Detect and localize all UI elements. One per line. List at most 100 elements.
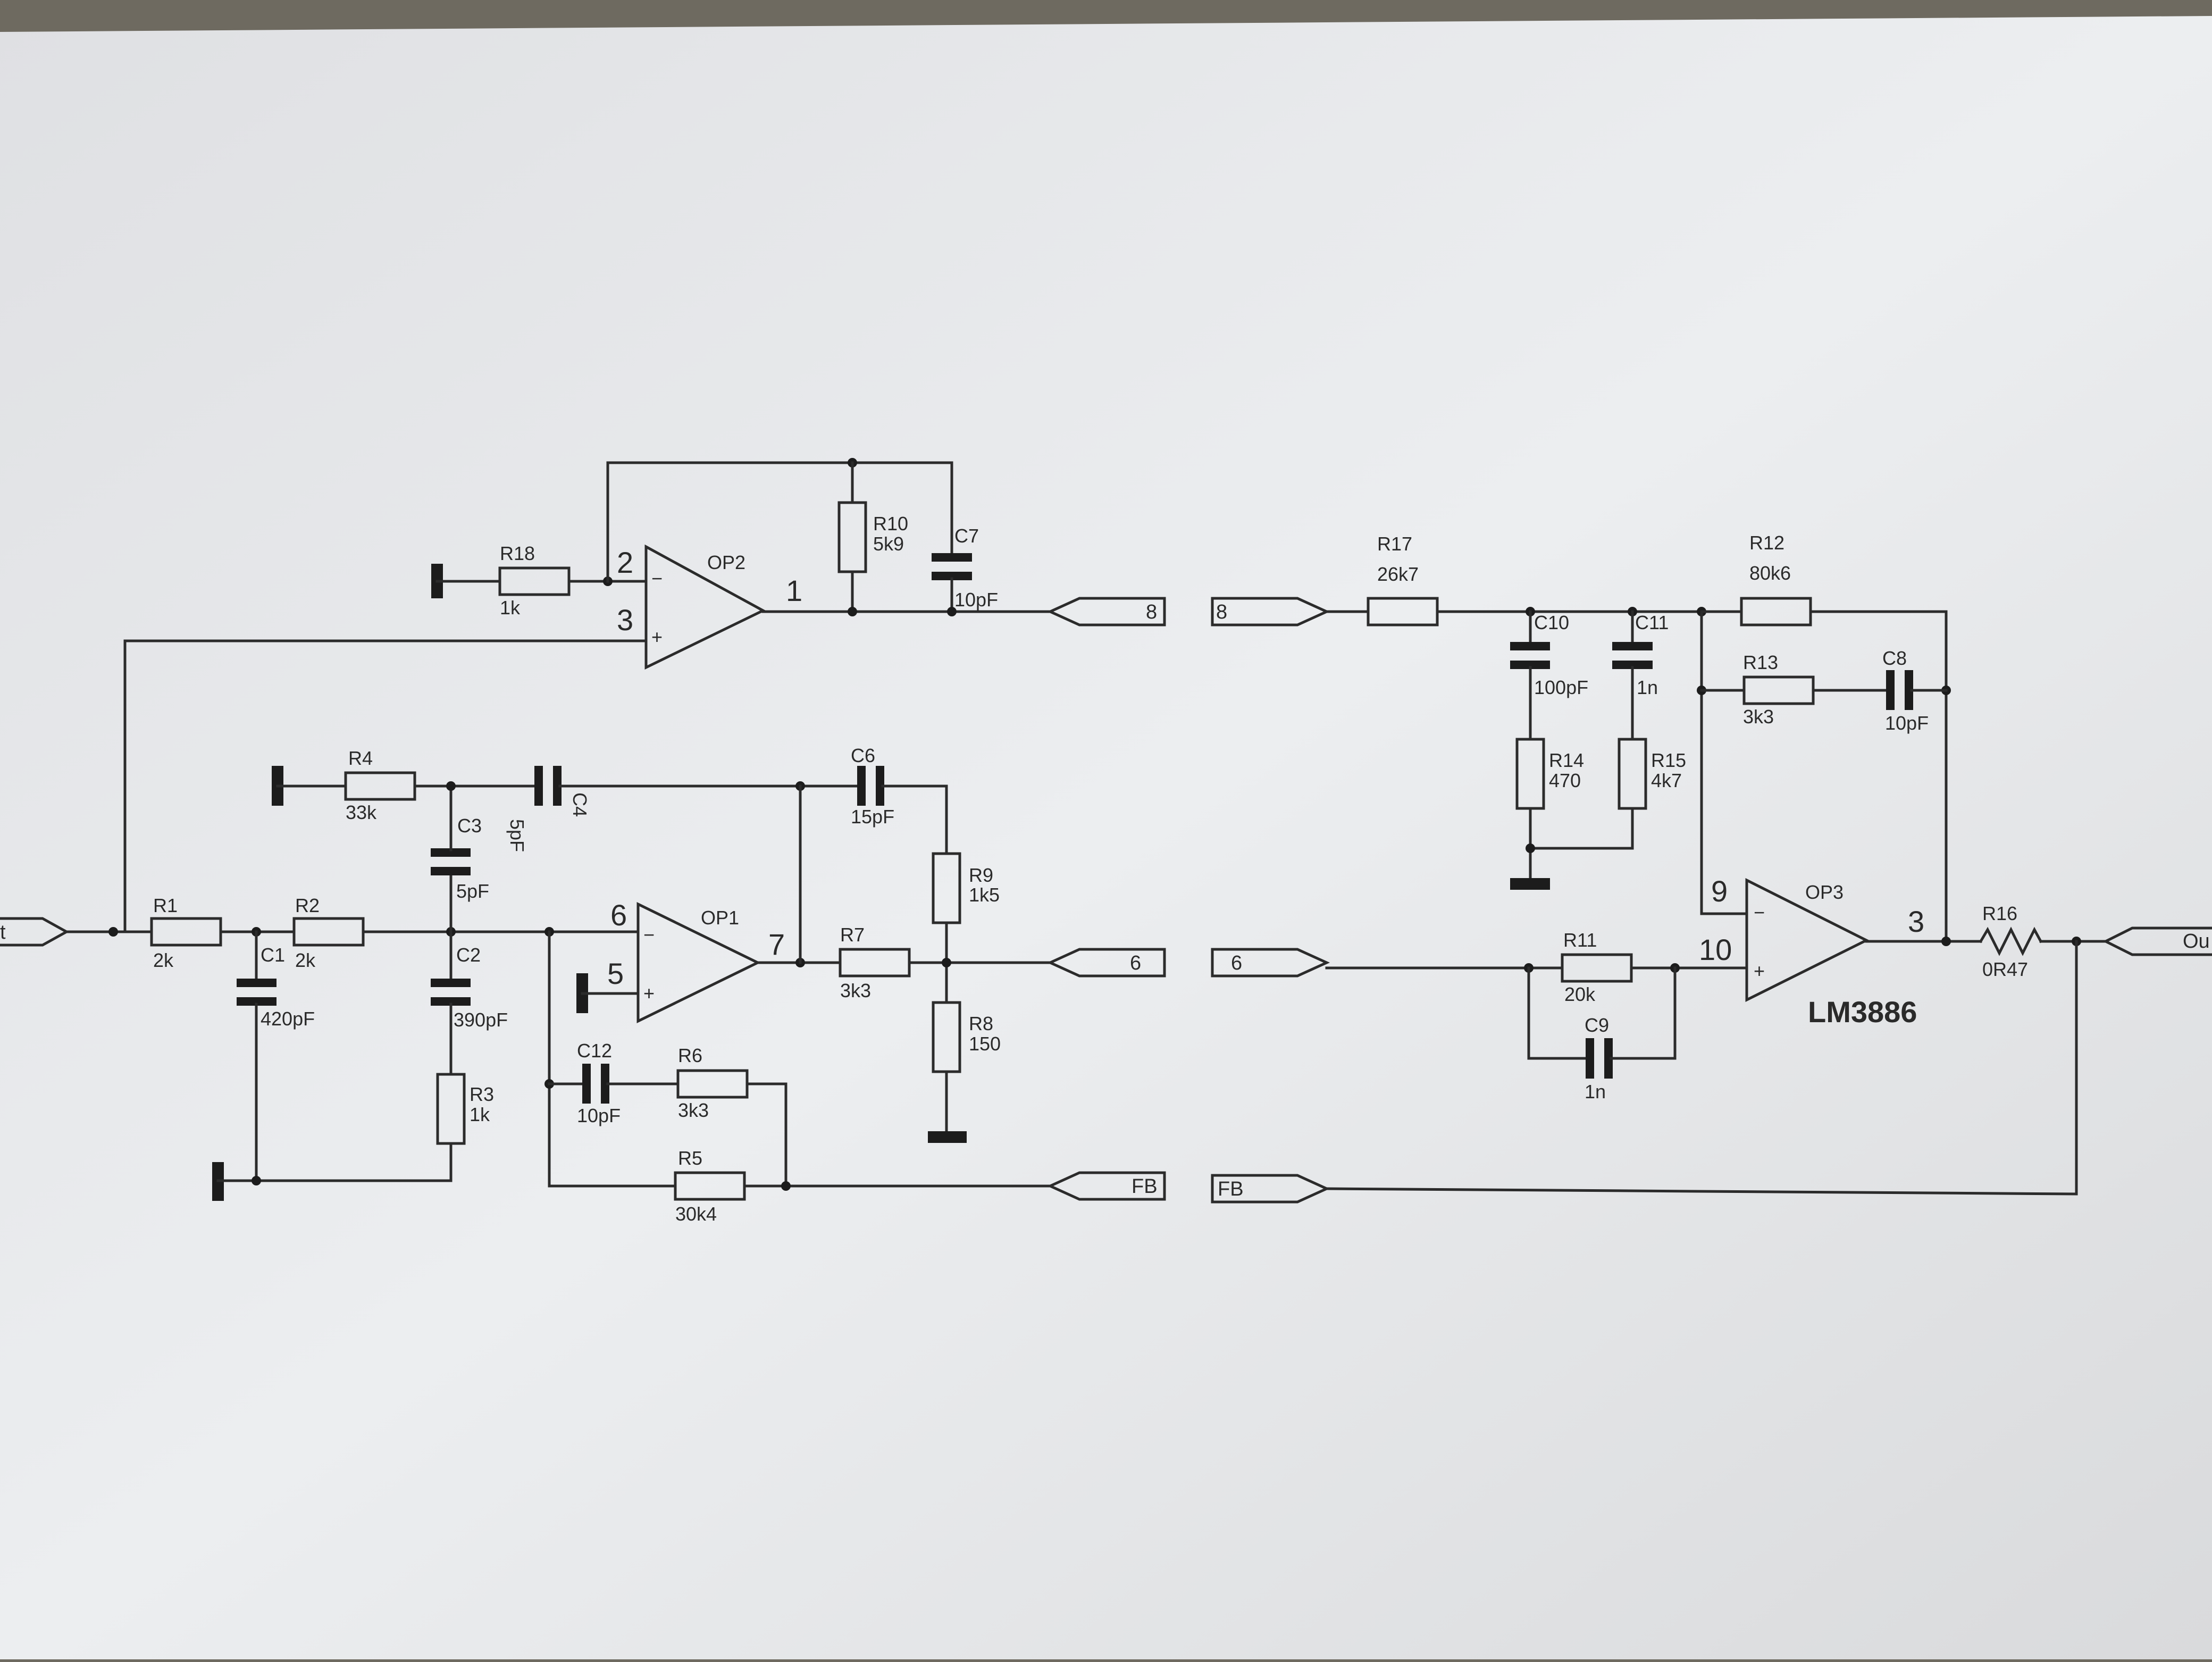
port-output [2102, 926, 2212, 956]
op3-block: 8 R17 26k7 C10 100pF R14 470 C11 1n R15 … [1211, 532, 2212, 1204]
c9-value: 1n [1585, 1081, 1606, 1103]
op2-pin-out: 1 [786, 574, 802, 607]
r2-value: 2k [295, 949, 316, 971]
c6-ref: C6 [851, 745, 875, 766]
r7-ref: R7 [840, 924, 865, 946]
opamp-op1 [636, 901, 761, 1024]
opamp-op2 [644, 544, 766, 670]
r9-ref: R9 [969, 864, 993, 886]
r2-ref: R2 [295, 895, 320, 916]
op1-pin-out: 7 [768, 928, 785, 961]
port-6-right [1211, 948, 1330, 978]
r11-ref: R11 [1563, 929, 1597, 951]
port-input [0, 917, 70, 947]
r12-ref: R12 [1749, 532, 1784, 554]
r14-ref: R14 [1549, 749, 1584, 771]
r12-value: 80k6 [1749, 562, 1791, 584]
port-fb-left [1046, 1171, 1166, 1201]
c4-ref: C4 [569, 792, 591, 817]
r3-ref: R3 [470, 1083, 494, 1105]
r3-value: 1k [470, 1104, 490, 1125]
r15-ref: R15 [1651, 749, 1686, 771]
c2-ref: C2 [456, 944, 481, 966]
r13-value: 3k3 [1743, 706, 1774, 728]
r7-value: 3k3 [840, 980, 871, 1001]
r16-value: 0R47 [1982, 958, 2028, 980]
op1-pin-inv: 6 [610, 898, 627, 932]
c11-ref: C11 [1635, 612, 1669, 633]
r5-value: 30k4 [675, 1203, 717, 1225]
c12-value: 10pF [577, 1105, 621, 1126]
port-8-left [1046, 597, 1166, 627]
op3-minus-sign: − [1754, 901, 1765, 923]
r5-ref: R5 [678, 1147, 702, 1169]
port-6-left [1046, 948, 1166, 978]
op3-pin-noninv: 10 [1699, 933, 1732, 966]
c3-value: 5pF [456, 880, 489, 902]
r10-ref: R10 [873, 513, 908, 534]
op3-plus-sign: + [1754, 960, 1765, 982]
op3-label: OP3 [1805, 881, 1844, 903]
r14-value: 470 [1549, 770, 1581, 791]
r1-value: 2k [153, 949, 174, 971]
r4-ref: R4 [348, 747, 373, 769]
op1-label: OP1 [701, 907, 739, 929]
c1-ref: C1 [261, 944, 285, 966]
r8-ref: R8 [969, 1013, 993, 1034]
r6-ref: R6 [678, 1045, 702, 1066]
port-6-right-label: 6 [1231, 952, 1242, 974]
port-8-left-label: 8 [1146, 601, 1157, 623]
c12-ref: C12 [577, 1040, 612, 1062]
c11-value: 1n [1637, 677, 1658, 698]
op2-minus-sign: − [651, 567, 663, 589]
opamp-op3 [1745, 878, 1870, 1003]
op1-pin-noninv: 5 [607, 957, 624, 990]
c6-value: 15pF [851, 806, 894, 828]
c9-ref: C9 [1585, 1014, 1609, 1036]
op2-pin-inv: 2 [617, 546, 633, 579]
r1-ref: R1 [153, 895, 178, 916]
op2-label: OP2 [707, 552, 745, 573]
port-8-right [1211, 597, 1330, 627]
r8-value: 150 [969, 1033, 1001, 1055]
c8-value: 10pF [1885, 712, 1929, 734]
r16-ref: R16 [1982, 903, 2017, 924]
r15-value: 4k7 [1651, 770, 1682, 791]
r4-value: 33k [346, 801, 377, 823]
op3-part-number: LM3886 [1808, 995, 1917, 1029]
r6-value: 3k3 [678, 1099, 709, 1121]
r11-value: 20k [1564, 983, 1596, 1005]
c1-value: 420pF [261, 1008, 315, 1030]
r18-value: 1k [500, 597, 521, 619]
c10-value: 100pF [1534, 677, 1588, 698]
r18-ref: R18 [500, 542, 535, 564]
port-output-label: Ou [2183, 930, 2210, 953]
op2-plus-sign: + [651, 626, 663, 648]
resistor-r16 [1979, 926, 2043, 956]
port-fb-right [1211, 1174, 1330, 1204]
c4-value: 5pF [506, 819, 528, 852]
r10-value: 5k9 [873, 533, 904, 555]
c10-ref: C10 [1534, 612, 1569, 633]
r17-value: 26k7 [1377, 563, 1419, 585]
op2-pin-noninv: 3 [617, 603, 633, 637]
c7-ref: C7 [954, 525, 979, 547]
port-8-right-label: 8 [1216, 601, 1227, 623]
port-fb-left-label: FB [1132, 1175, 1158, 1198]
r13-ref: R13 [1743, 652, 1778, 673]
op3-pin-out: 3 [1908, 905, 1924, 938]
r17-ref: R17 [1377, 533, 1412, 555]
op1-block: t R1 2k R2 2k C1 420pF C2 390pF R3 [0, 745, 1166, 1225]
c7-value: 10pF [954, 589, 998, 611]
c8-ref: C8 [1882, 647, 1907, 669]
op2-block: R18 1k OP2 − + 2 3 1 R10 5k9 C7 10pF 8 [123, 458, 1166, 933]
port-6-left-label: 6 [1130, 952, 1141, 974]
port-fb-right-label: FB [1218, 1178, 1244, 1200]
paper-sheet [0, 16, 2212, 1659]
c3-ref: C3 [457, 815, 482, 837]
op1-minus-sign: − [643, 924, 655, 946]
c2-value: 390pF [454, 1009, 508, 1031]
r9-value: 1k5 [969, 884, 1000, 906]
